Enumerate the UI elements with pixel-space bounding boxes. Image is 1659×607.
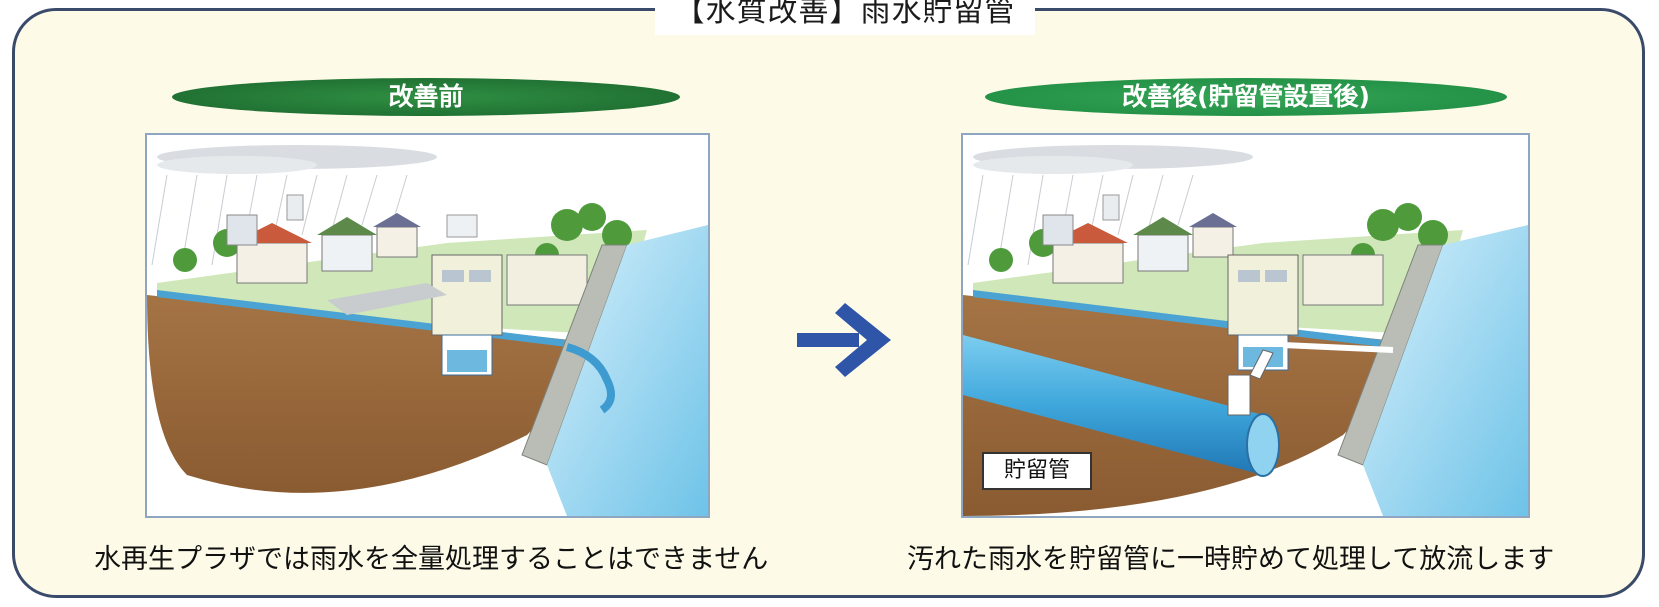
after-scene-svg xyxy=(963,145,1528,516)
before-illustration xyxy=(145,133,710,518)
before-scene-svg xyxy=(147,145,708,516)
outfall-discharge xyxy=(565,343,615,414)
connector-pipe xyxy=(1282,342,1394,353)
page-title: 【水質改善】雨水貯留管 xyxy=(655,0,1035,35)
houses xyxy=(226,194,478,284)
before-caption: 水再生プラザでは雨水を全量処理することはできません xyxy=(94,544,769,575)
before-heading: 改善前 xyxy=(172,78,680,116)
houses xyxy=(1042,194,1237,284)
storage-pipe-label: 貯留管 xyxy=(982,452,1092,490)
road xyxy=(327,283,447,315)
rain-cloud xyxy=(151,145,437,266)
soil-section xyxy=(147,295,617,493)
transition-arrow-icon xyxy=(797,303,891,377)
rain-cloud xyxy=(967,145,1253,266)
after-caption: 汚れた雨水を貯留管に一時貯めて処理して放流します xyxy=(907,544,1555,575)
after-heading: 改善後(貯留管設置後) xyxy=(985,78,1507,116)
after-illustration: 貯留管 xyxy=(961,133,1530,518)
river xyxy=(1363,225,1528,516)
river xyxy=(547,225,708,516)
storage-tank xyxy=(963,335,1280,477)
treatment-plant xyxy=(431,254,588,376)
